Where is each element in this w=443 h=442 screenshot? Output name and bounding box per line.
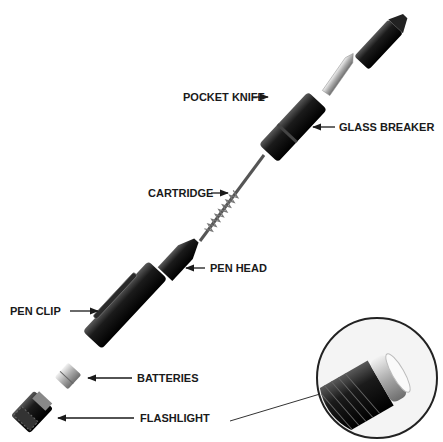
flashlight-part <box>11 389 55 434</box>
battery-part <box>55 363 82 390</box>
pen-head-part <box>158 234 204 281</box>
knife-blade <box>322 51 357 95</box>
pen-barrel <box>81 259 168 349</box>
part-label: BATTERIES <box>137 372 199 385</box>
part-label: PEN CLIP <box>10 305 61 318</box>
part-label: CARTRIDGE <box>148 187 213 200</box>
glass-breaker-cap <box>354 9 412 69</box>
part-label: GLASS BREAKER <box>339 121 434 134</box>
leader-arrows <box>58 97 335 418</box>
part-label: POCKET KNIFE <box>183 91 265 104</box>
part-label: FLASHLIGHT <box>140 412 210 425</box>
zoom-inset <box>230 318 437 442</box>
part-label: PEN HEAD <box>210 262 267 275</box>
